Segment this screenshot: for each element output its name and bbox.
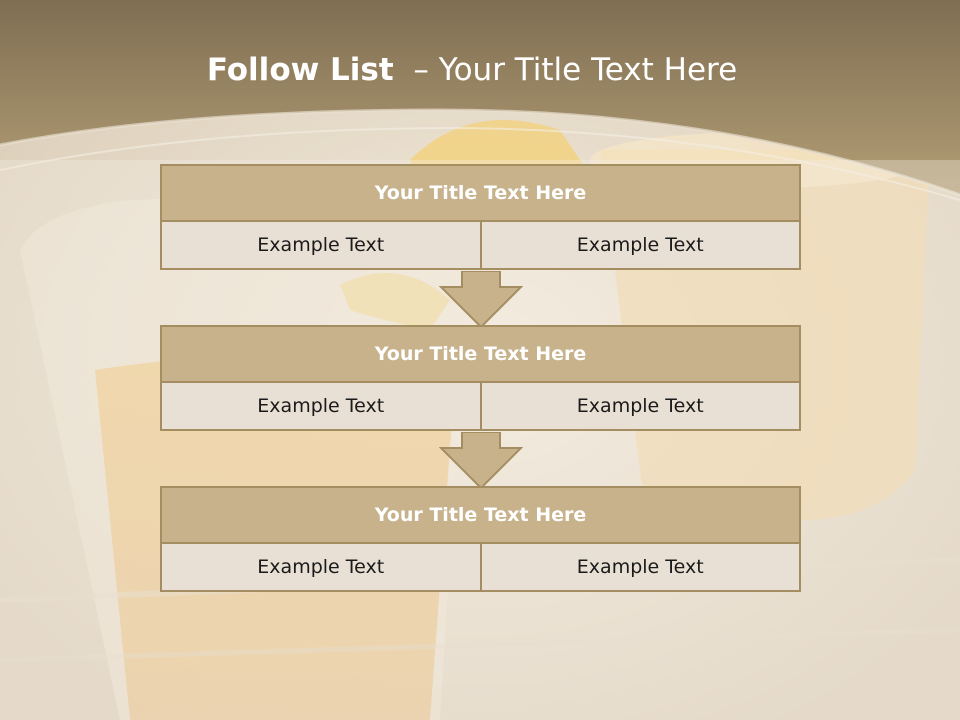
down-arrow-icon: [439, 432, 523, 490]
list-block-2: Your Title Text Here Example Text Exampl…: [160, 325, 801, 431]
block-title: Your Title Text Here: [162, 327, 799, 383]
block-cell-right: Example Text: [479, 383, 799, 429]
block-title: Your Title Text Here: [162, 488, 799, 544]
block-title: Your Title Text Here: [162, 166, 799, 222]
block-row: Example Text Example Text: [162, 544, 799, 590]
block-cell-left: Example Text: [162, 383, 480, 429]
block-cell-left: Example Text: [162, 222, 480, 268]
slide-title-bold: Follow List: [206, 52, 394, 88]
slide-title: Follow List – Your Title Text Here: [0, 52, 944, 88]
block-cell-left: Example Text: [162, 544, 480, 590]
block-cell-right: Example Text: [479, 544, 799, 590]
list-block-1: Your Title Text Here Example Text Exampl…: [160, 164, 801, 270]
block-row: Example Text Example Text: [162, 222, 799, 268]
block-row: Example Text Example Text: [162, 383, 799, 429]
block-cell-right: Example Text: [479, 222, 799, 268]
list-block-3: Your Title Text Here Example Text Exampl…: [160, 486, 801, 592]
slide-title-rest: – Your Title Text Here: [393, 52, 738, 88]
down-arrow-icon: [439, 271, 523, 329]
